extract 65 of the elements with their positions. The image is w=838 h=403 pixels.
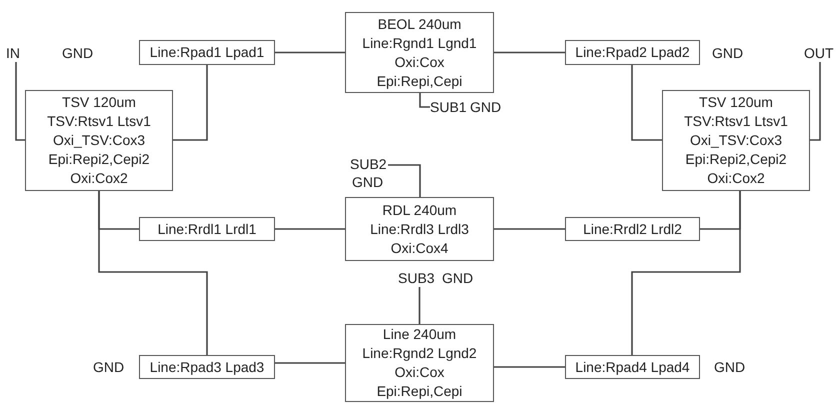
port-label: SUB2 [350,155,387,173]
connector-line [15,62,25,141]
line-model-box [139,217,275,241]
block-text: Line:Rpad3 Lpad3 [150,358,264,376]
block-text: Epi:Repi,Cepi [376,72,462,90]
block-text: Oxi_TSV:Cox3 [52,131,146,150]
block-text: Epi:Repi2,Cepi2 [685,150,787,169]
block-text: Oxi:Cox [394,363,444,382]
block-text: TSV:Rtsv1 Ltsv1 [47,112,151,131]
connector-line [275,52,345,54]
block-text: Epi:Repi,Cepi [376,382,462,401]
block-title: TSV 120um [62,93,136,112]
connector-line [810,62,821,141]
block-text: Line:Rrdl2 Lrdl2 [583,220,682,238]
block-text: Line:Rrdl1 Lrdl1 [158,220,256,238]
line-model-box [565,40,700,65]
block-text: Line:Rpad2 Lpad2 [575,43,690,62]
connector-line [275,228,345,230]
connector-line [494,366,565,368]
block-box [345,12,494,93]
connector-line [494,52,565,54]
port-label: SUB3 [398,269,435,287]
block-text: Line:Rrdl3 Lrdl3 [370,220,469,238]
block-text: Oxi:Cox2 [707,169,765,188]
block-text: Line:Rpad4 Lpad4 [575,358,690,376]
block-text: Oxi_TSV:Cox3 [690,131,782,150]
connector-line [98,191,208,355]
connector-line [418,287,420,324]
block-box [345,197,494,261]
block-text: Oxi:Cox2 [70,169,128,188]
connector-line [388,164,421,197]
block-title: RDL 240um [382,200,457,220]
line-model-box [139,40,275,65]
block-text: Line:Rpad1 Lpad1 [150,43,264,62]
ground-label: GND [714,358,746,376]
block-text: Oxi:Cox [394,52,444,72]
port-label: SUB1 [430,98,467,116]
block-box [662,90,810,191]
connector-line [173,65,208,141]
block-title: BEOL 240um [378,14,462,34]
block-title: Line 240um [382,325,456,344]
line-model-box [565,217,700,241]
ground-label: GND [93,358,124,376]
block-text: Line:Rgnd1 Lgnd1 [362,34,477,52]
connector-line [275,362,345,364]
block-box [25,90,173,191]
block-title: TSV 120um [699,93,773,112]
ground-label: GND [712,44,744,62]
block-text: Line:Rgnd2 Lgnd2 [362,344,477,363]
connector-line [419,93,430,108]
connector-line [631,65,662,141]
block-text: Epi:Repi2,Cepi2 [48,150,150,169]
line-model-box [139,355,275,379]
connector-line [631,191,741,355]
port-label: OUT [804,44,834,62]
ground-label: GND [62,44,94,62]
ground-label: GND [470,98,502,116]
block-text: TSV:Rtsv1 Ltsv1 [684,112,788,131]
port-label: IN [6,44,20,62]
block-box [345,324,494,402]
line-model-box [565,355,700,379]
ground-label: GND [352,173,384,191]
ground-label: GND [442,269,474,287]
block-text: Oxi:Cox4 [390,238,448,258]
connector-line [494,228,565,230]
